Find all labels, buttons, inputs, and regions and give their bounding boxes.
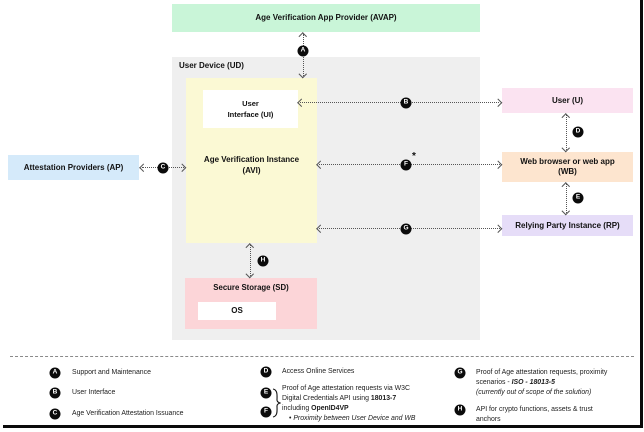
web-browser-label-line2: (WB) <box>558 167 577 176</box>
avap-box: Age Verification App Provider (AVAP) <box>172 4 480 32</box>
legend-g-text: Proof of Age attestation requests, proxi… <box>476 368 607 398</box>
legend-h-badge: H <box>454 404 466 416</box>
legend-g-line3: (currently out of scope of the solution) <box>476 389 592 396</box>
arrowhead-right <box>493 160 502 169</box>
ui-label-line2: Interface (UI) <box>227 110 274 119</box>
web-browser-label-line1: Web browser or web app <box>520 157 615 166</box>
relying-party-box: Relying Party Instance (RP) <box>502 215 633 236</box>
legend-ef-line1: Proof of Age attestation requests via W3… <box>282 385 410 392</box>
legend-e-badge: E <box>260 387 272 399</box>
legend-ef-line3: including OpenID4VP <box>282 405 349 412</box>
user-label: User (U) <box>551 95 584 105</box>
avi-label-line1: Age Verification Instance <box>203 155 300 164</box>
legend-a-text: Support and Maintenance <box>72 369 151 376</box>
ef-brace <box>272 388 281 418</box>
legend-d-badge: D <box>260 366 272 378</box>
avi-label-line2: (AVI) <box>242 166 261 175</box>
legend-b-badge: B <box>49 387 61 399</box>
connector-e-badge: E <box>572 192 584 204</box>
ui-label-line1: User <box>242 99 259 108</box>
frame-border-right <box>640 0 643 427</box>
legend-c-badge: C <box>49 408 61 420</box>
bullet-marker: • <box>289 415 292 422</box>
arrowhead-right <box>493 98 502 107</box>
connector-f-asterisk: * <box>412 151 416 162</box>
ui-box: User Interface (UI) <box>203 90 298 128</box>
connector-b-badge: B <box>400 97 412 109</box>
legend-h-text: API for crypto functions, assets & trust… <box>476 405 593 425</box>
os-label: OS <box>231 306 243 315</box>
legend-g-line1: Proof of Age attestation requests, proxi… <box>476 369 608 376</box>
arrowhead-up <box>561 182 570 191</box>
legend-c-text: Age Verification Attestation Issuance <box>72 410 184 417</box>
avap-label: Age Verification App Provider (AVAP) <box>255 13 397 22</box>
legend-d-text: Access Online Services <box>282 368 355 375</box>
legend-h-line2: anchors <box>476 416 501 423</box>
frame-border-bottom <box>3 425 643 428</box>
connector-c-badge: C <box>157 162 169 174</box>
legend-g-line2: scenarios - ISO - 18013-5 <box>476 379 555 386</box>
user-device-label: User Device (UD) <box>179 61 244 70</box>
connector-a-badge: A <box>297 45 309 57</box>
connector-g-badge: G <box>400 223 412 235</box>
legend-ef-line2: Digital Credentials API using 18013-7 <box>282 395 397 402</box>
connector-f-badge: F <box>400 159 412 171</box>
legend-g-badge: G <box>454 367 466 379</box>
attestation-providers-label: Attestation Providers (AP) <box>23 162 124 172</box>
legend-a-badge: A <box>49 367 61 379</box>
arrowhead-up <box>561 113 570 122</box>
connector-h-badge: H <box>257 255 269 267</box>
secure-storage-label: Secure Storage (SD) <box>213 283 289 292</box>
web-browser-box: Web browser or web app (WB) <box>502 152 633 182</box>
legend-b-text: User Interface <box>72 389 116 396</box>
legend-f-badge: F <box>260 406 272 418</box>
legend-ef-line4: • Proximity between User Device and WB <box>289 415 416 422</box>
avi-label: Age Verification Instance (AVI) <box>186 152 317 178</box>
arrowhead-down <box>561 206 570 215</box>
connector-d-badge: D <box>572 126 584 138</box>
legend-separator <box>10 356 634 357</box>
relying-party-label: Relying Party Instance (RP) <box>515 220 620 230</box>
arrowhead-down <box>561 143 570 152</box>
os-box: OS <box>198 302 276 320</box>
arrowhead-up <box>298 32 307 41</box>
arrowhead-right <box>493 224 502 233</box>
user-box: User (U) <box>502 88 633 113</box>
arrowhead-left <box>139 163 148 172</box>
legend-h-line1: API for crypto functions, assets & trust <box>476 406 593 413</box>
legend-ef-text: Proof of Age attestation requests via W3… <box>282 384 416 424</box>
attestation-providers-box: Attestation Providers (AP) <box>8 155 139 180</box>
